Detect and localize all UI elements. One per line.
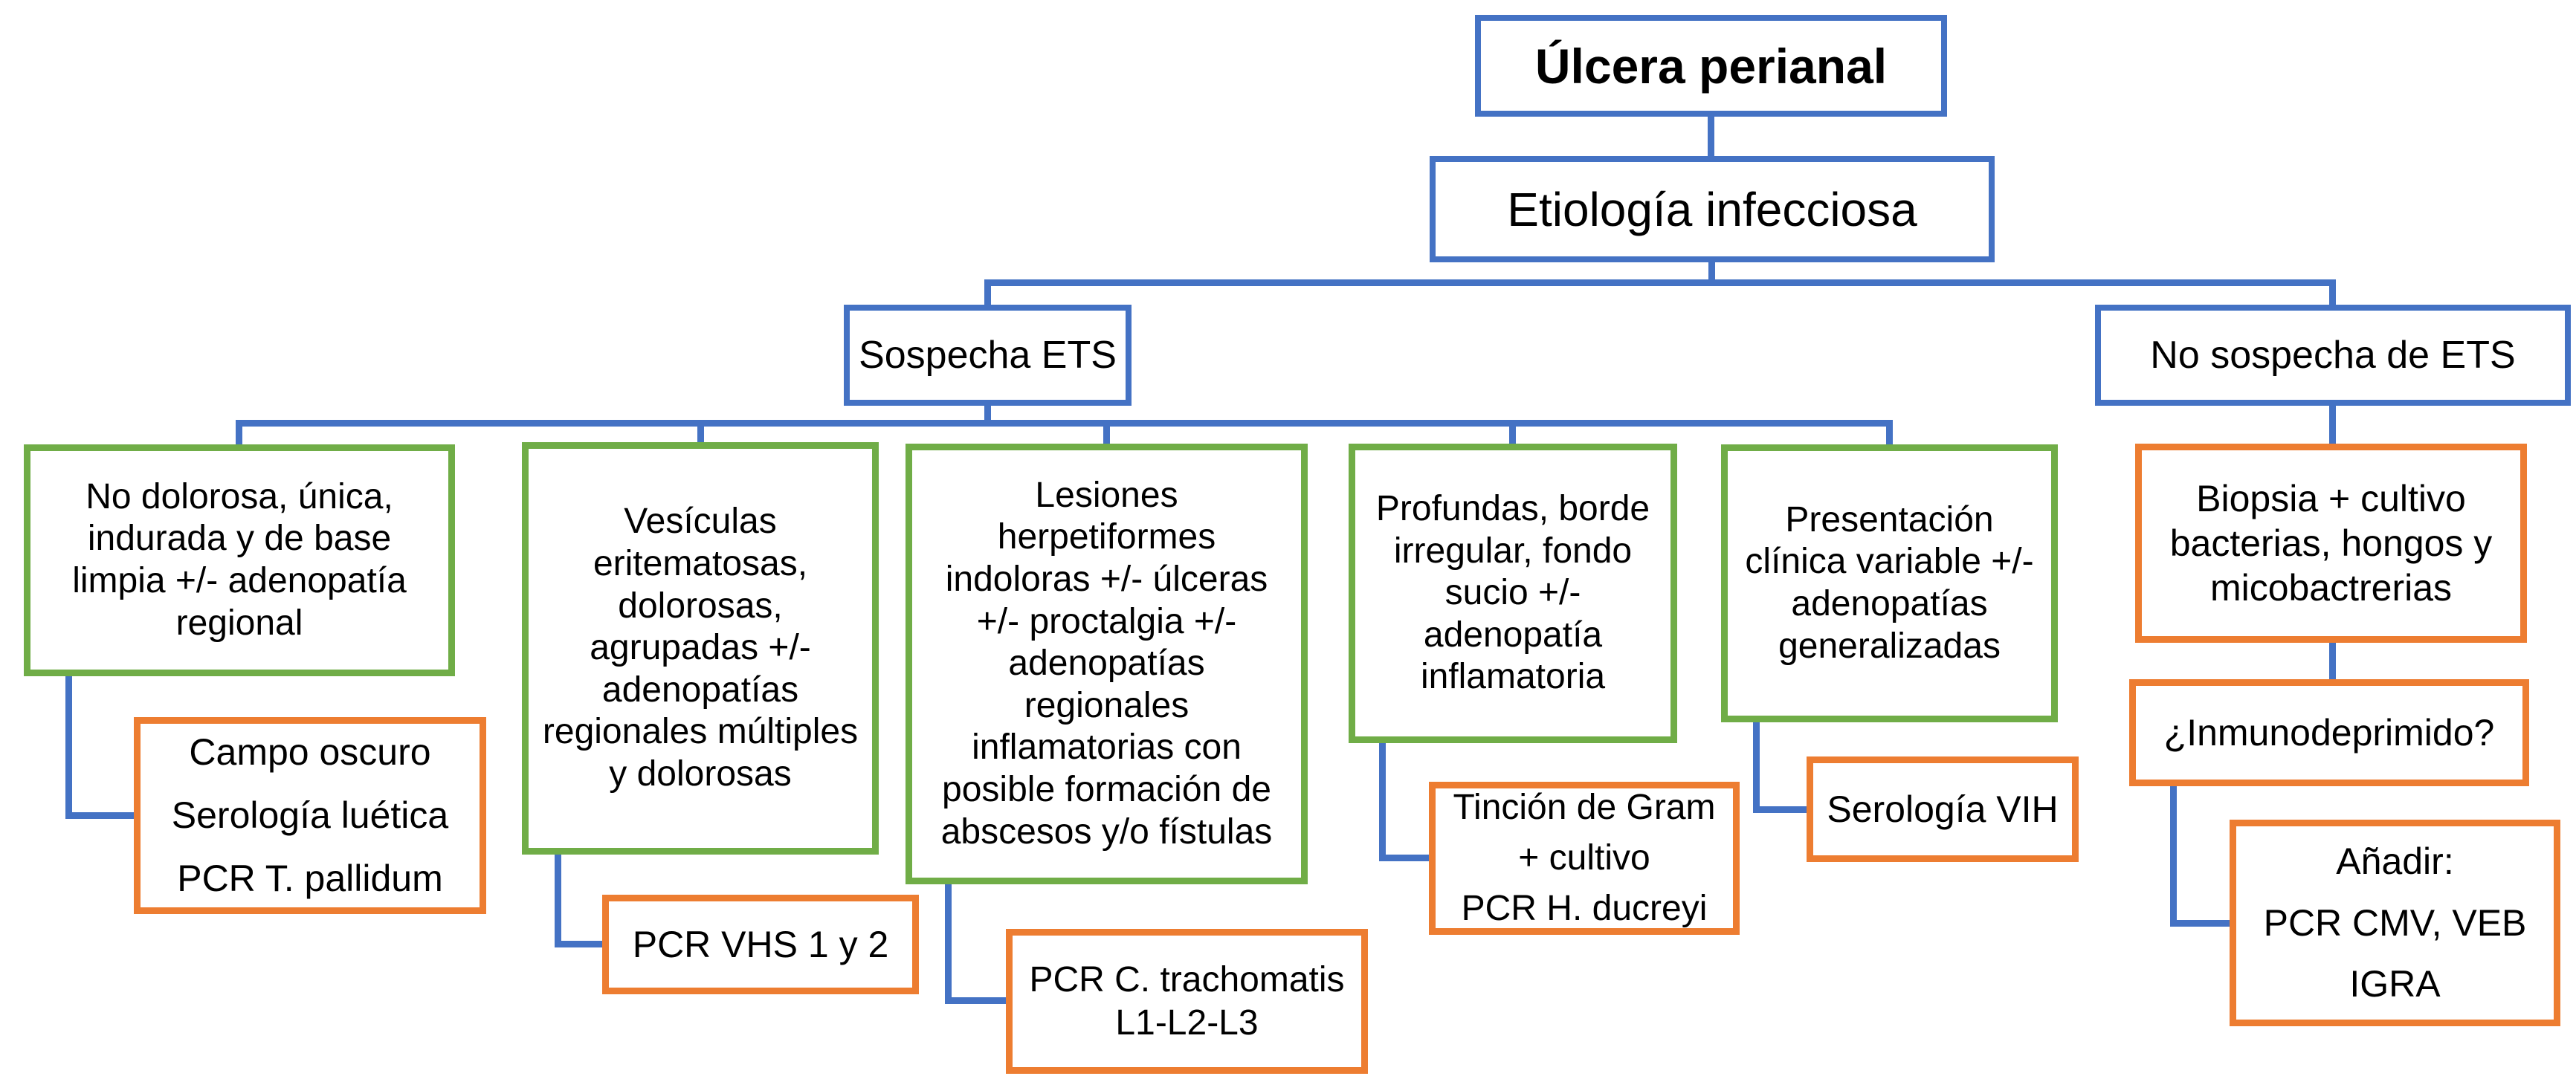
elbow-sifilis-vertical: [65, 673, 72, 819]
node-inmunodeprimido: ¿Inmunodeprimido?: [2129, 679, 2529, 786]
node-vih-pruebas: Serología VIH: [1807, 756, 2079, 862]
node-herpes-pruebas: PCR VHS 1 y 2: [602, 895, 919, 994]
node-linfogranuloma-clinica: Lesiones herpetiformes indoloras +/- úlc…: [906, 444, 1308, 884]
node-vih-pruebas-label: Serología VIH: [1827, 788, 2059, 830]
connector-to-no-sospecha: [2329, 279, 2336, 306]
elbow-herpes-horizontal: [555, 941, 602, 947]
elbow-chancroide-vertical: [1379, 740, 1386, 861]
node-sifilis-pruebas-label: Campo oscuro Serología luética PCR T. pa…: [171, 731, 449, 899]
connector-biopsia-inmunodeprimido: [2329, 643, 2336, 679]
elbow-anadir-vertical: [2170, 785, 2177, 927]
node-linfogranuloma-clinica-label: Lesiones herpetiformes indoloras +/- úlc…: [940, 475, 1273, 852]
connector-to-vih: [1886, 420, 1893, 446]
node-sospecha-ets-label: Sospecha ETS: [859, 334, 1117, 377]
node-anadir-pruebas-label: Añadir: PCR CMV, VEB IGRA: [2263, 840, 2527, 1005]
node-vih-clinica-label: Presentación clínica variable +/- adenop…: [1745, 499, 2034, 666]
node-chancroide-clinica: Profundas, borde irregular, fondo sucio …: [1349, 444, 1677, 743]
node-vih-clinica: Presentación clínica variable +/- adenop…: [1721, 444, 2058, 722]
node-biopsia-cultivo-label: Biopsia + cultivo bacterias, hongos y mi…: [2169, 478, 2493, 609]
node-herpes-pruebas-label: PCR VHS 1 y 2: [632, 924, 889, 965]
connector-level2-horizontal: [236, 420, 1893, 427]
node-sifilis-pruebas: Campo oscuro Serología luética PCR T. pa…: [134, 717, 486, 914]
node-chancroide-pruebas: Tinción de Gram + cultivo PCR H. ducreyi: [1429, 782, 1740, 935]
elbow-linfogranuloma-vertical: [945, 881, 952, 1004]
node-sifilis-clinica: No dolorosa, única, indurada y de base l…: [24, 444, 455, 676]
connector-to-herpes: [697, 420, 704, 446]
connector-to-sifilis: [236, 420, 242, 446]
node-linfogranuloma-pruebas: PCR C. trachomatis L1-L2-L3: [1006, 929, 1368, 1074]
node-title-ulcera-perianal: Úlcera perianal: [1475, 15, 1947, 117]
node-herpes-clinica-label: Vesículas eritematosas, dolorosas, agrup…: [542, 502, 859, 794]
node-no-sospecha-ets-label: No sospecha de ETS: [2150, 334, 2516, 377]
elbow-herpes-vertical: [555, 852, 561, 947]
node-chancroide-pruebas-label: Tinción de Gram + cultivo PCR H. ducreyi: [1453, 787, 1716, 929]
node-chancroide-clinica-label: Profundas, borde irregular, fondo sucio …: [1375, 488, 1650, 697]
elbow-sifilis-horizontal: [65, 812, 134, 819]
elbow-vih-horizontal: [1753, 806, 1807, 813]
node-linfogranuloma-pruebas-label: PCR C. trachomatis L1-L2-L3: [1029, 959, 1345, 1043]
node-title-label: Úlcera perianal: [1534, 38, 1888, 94]
node-no-sospecha-ets: No sospecha de ETS: [2095, 305, 2571, 406]
connector-sospecha-down: [984, 406, 991, 427]
node-sifilis-clinica-label: No dolorosa, única, indurada y de base l…: [72, 476, 407, 643]
connector-level1-horizontal: [984, 279, 2336, 286]
connector-to-sospecha: [984, 279, 991, 306]
node-biopsia-cultivo: Biopsia + cultivo bacterias, hongos y mi…: [2135, 444, 2527, 643]
connector-etiologia-down: [1708, 262, 1715, 286]
connector-title-etiologia: [1708, 117, 1714, 158]
connector-to-linfogranuloma: [1103, 420, 1110, 446]
elbow-vih-vertical: [1753, 719, 1760, 813]
node-etiologia-infecciosa: Etiología infecciosa: [1430, 156, 1995, 262]
connector-nosospecha-biopsia: [2329, 406, 2336, 444]
elbow-linfogranuloma-horizontal: [945, 997, 1006, 1004]
node-herpes-clinica: Vesículas eritematosas, dolorosas, agrup…: [522, 442, 879, 855]
connector-to-chancroide: [1509, 420, 1516, 446]
elbow-anadir-horizontal: [2170, 920, 2230, 927]
node-etiologia-label: Etiología infecciosa: [1507, 182, 1917, 236]
node-inmunodeprimido-label: ¿Inmunodeprimido?: [2163, 712, 2495, 754]
node-sospecha-ets: Sospecha ETS: [844, 305, 1132, 406]
elbow-chancroide-horizontal: [1379, 855, 1429, 861]
node-anadir-pruebas: Añadir: PCR CMV, VEB IGRA: [2230, 820, 2560, 1026]
